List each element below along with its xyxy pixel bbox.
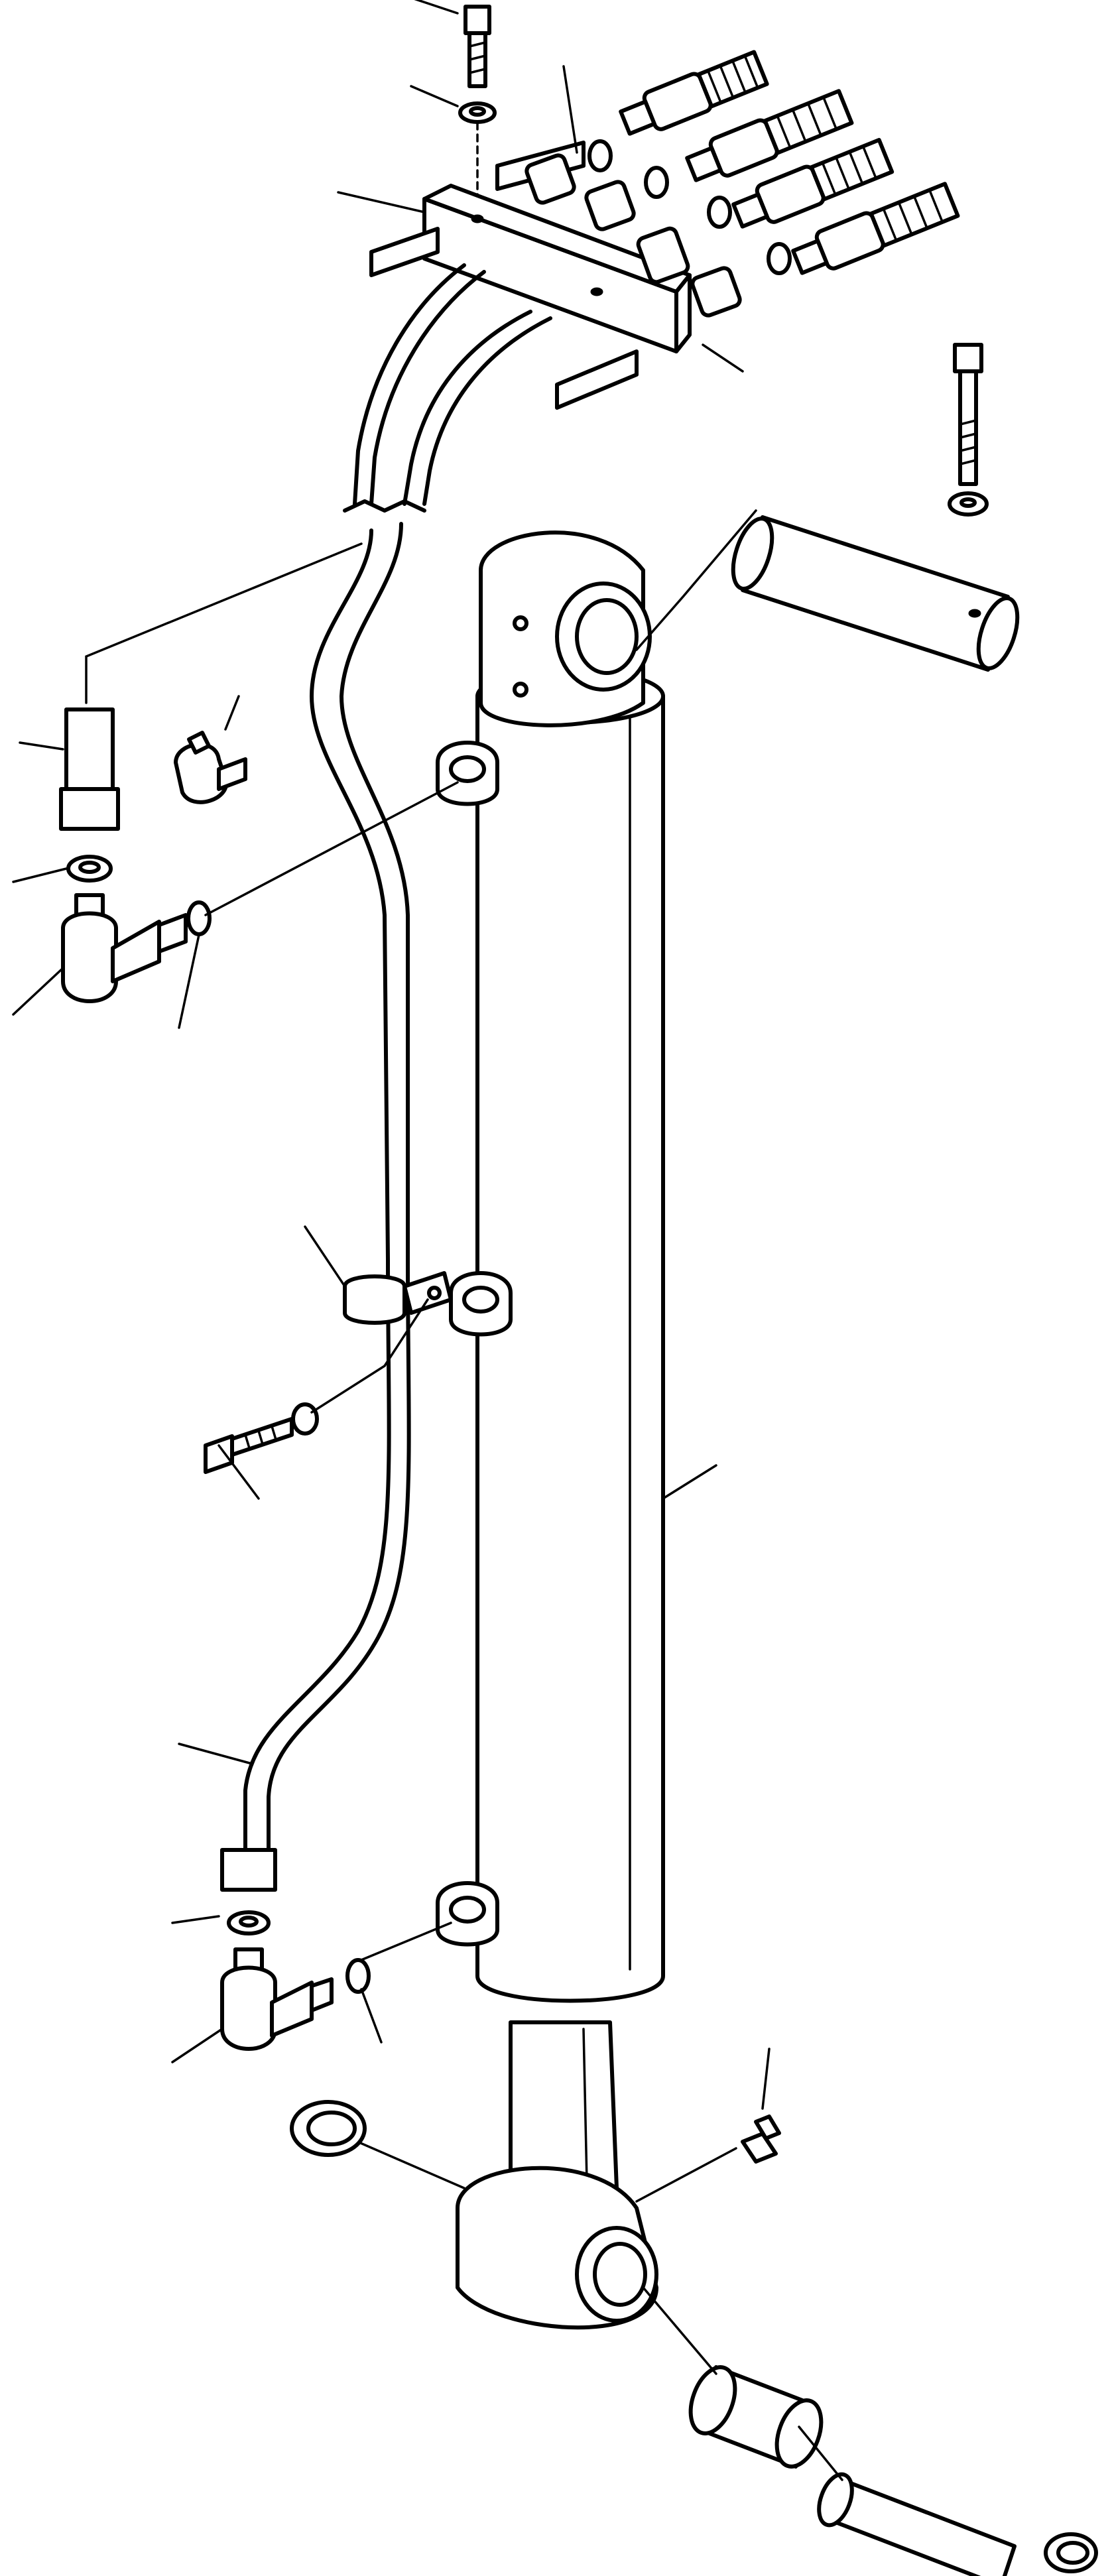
snap-ring-left bbox=[290, 2100, 367, 2157]
rod-grease-nipple bbox=[635, 2048, 781, 2203]
top-washer bbox=[458, 101, 497, 204]
top-bolt bbox=[463, 5, 491, 88]
hose-clamp bbox=[304, 1225, 453, 1367]
upper-grease-elbow bbox=[174, 695, 247, 804]
rod-eye bbox=[310, 2120, 658, 2330]
clamp-bolt-washer bbox=[204, 1365, 386, 1474]
manifold-block bbox=[369, 141, 742, 410]
cylinder-barrel bbox=[475, 668, 717, 2003]
upper-pin-bolt bbox=[948, 343, 989, 517]
upper-left-fittings bbox=[59, 707, 212, 1003]
lower-bushing bbox=[688, 2365, 824, 2469]
upper-pin bbox=[731, 515, 1020, 672]
barrel-ports bbox=[204, 741, 513, 1964]
leader-lines bbox=[12, 0, 744, 2063]
hose-fittings-group bbox=[587, 50, 960, 275]
snap-ring-right bbox=[1044, 2532, 1098, 2573]
lower-left-fittings bbox=[220, 1848, 371, 2051]
cylinder-head-eye bbox=[479, 509, 757, 727]
piston-rod bbox=[509, 2020, 619, 2190]
lower-pin bbox=[642, 2286, 1017, 2576]
